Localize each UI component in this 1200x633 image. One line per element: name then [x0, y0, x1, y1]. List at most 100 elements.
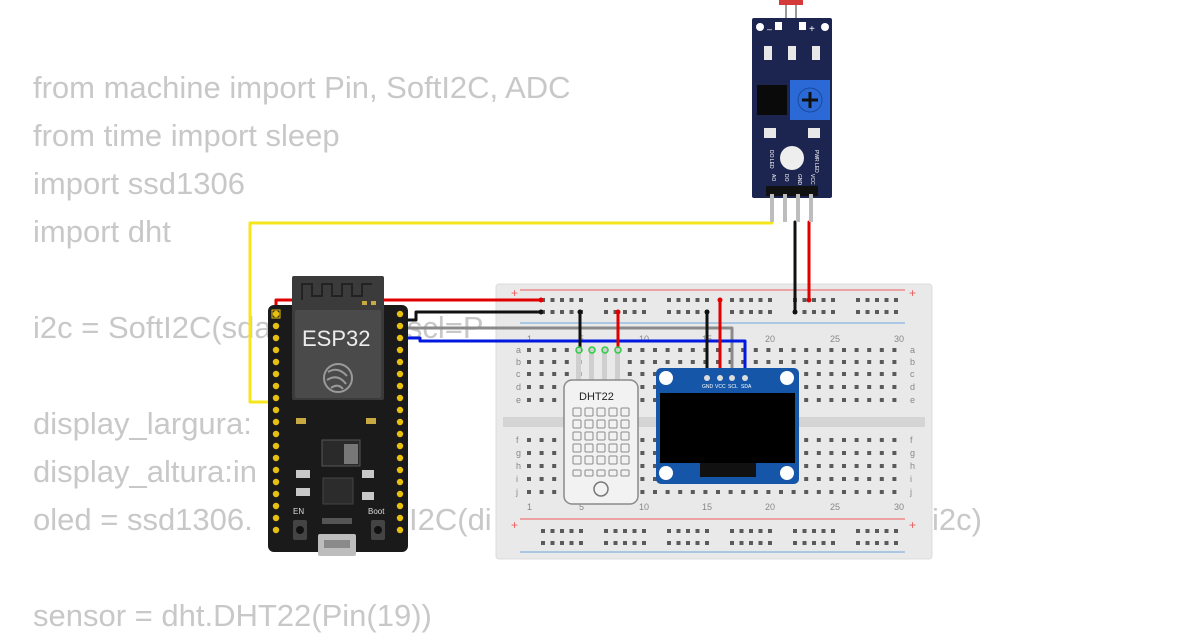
- breadboard-hole[interactable]: [552, 385, 557, 389]
- breadboard-hole[interactable]: [716, 360, 720, 364]
- rail-hole[interactable]: [686, 541, 690, 545]
- rail-hole[interactable]: [831, 529, 835, 533]
- breadboard-hole[interactable]: [690, 490, 695, 494]
- breadboard-hole[interactable]: [867, 398, 872, 402]
- rail-hole[interactable]: [695, 529, 700, 533]
- breadboard-hole[interactable]: [854, 451, 859, 455]
- esp32-pin[interactable]: [272, 358, 280, 366]
- breadboard-hole[interactable]: [653, 490, 657, 494]
- esp32-pin[interactable]: [396, 430, 404, 438]
- esp32-pin[interactable]: [396, 322, 404, 330]
- breadboard-hole[interactable]: [653, 372, 657, 376]
- rail-hole[interactable]: [856, 541, 860, 545]
- rail-hole[interactable]: [579, 541, 583, 545]
- breadboard-hole[interactable]: [539, 477, 544, 481]
- breadboard-hole[interactable]: [854, 477, 859, 481]
- breadboard-hole[interactable]: [854, 398, 859, 402]
- breadboard-hole[interactable]: [552, 464, 557, 468]
- breadboard-hole[interactable]: [653, 464, 657, 468]
- breadboard-hole[interactable]: [653, 477, 657, 481]
- rail-hole[interactable]: [894, 529, 898, 533]
- rail-hole[interactable]: [856, 298, 860, 302]
- rail-hole[interactable]: [758, 310, 763, 314]
- breadboard-hole[interactable]: [653, 398, 657, 402]
- breadboard-hole[interactable]: [804, 477, 809, 481]
- breadboard-hole[interactable]: [665, 348, 670, 352]
- rail-hole[interactable]: [686, 298, 690, 302]
- breadboard-hole[interactable]: [879, 348, 884, 352]
- rail-hole[interactable]: [560, 541, 564, 545]
- breadboard-hole[interactable]: [842, 477, 846, 481]
- breadboard-hole[interactable]: [564, 360, 569, 364]
- rail-hole[interactable]: [821, 298, 826, 302]
- breadboard-hole[interactable]: [854, 490, 859, 494]
- esp32-pin[interactable]: [272, 394, 280, 402]
- esp32-pin[interactable]: [396, 502, 404, 510]
- gray-wire-scl[interactable]: [402, 326, 734, 377]
- esp32-pin[interactable]: [272, 346, 280, 354]
- breadboard-hole[interactable]: [766, 348, 771, 352]
- rail-hole[interactable]: [894, 541, 898, 545]
- rail-hole[interactable]: [865, 541, 870, 545]
- breadboard-hole[interactable]: [678, 490, 683, 494]
- rail-hole[interactable]: [812, 298, 816, 302]
- rail-hole[interactable]: [613, 298, 618, 302]
- breadboard-hole[interactable]: [829, 385, 834, 389]
- breadboard-hole[interactable]: [867, 348, 872, 352]
- rail-hole[interactable]: [875, 298, 879, 302]
- esp32-pin[interactable]: [272, 370, 280, 378]
- breadboard-hole[interactable]: [879, 438, 884, 442]
- breadboard-hole[interactable]: [527, 490, 531, 494]
- rail-hole[interactable]: [875, 541, 879, 545]
- rail-hole[interactable]: [768, 541, 772, 545]
- breadboard-hole[interactable]: [854, 385, 859, 389]
- breadboard-hole[interactable]: [640, 360, 645, 364]
- esp32-board[interactable]: ESP32 EN Boot: [268, 276, 408, 556]
- breadboard-hole[interactable]: [816, 398, 821, 402]
- rail-hole[interactable]: [739, 529, 744, 533]
- rail-hole[interactable]: [632, 529, 637, 533]
- rail-hole[interactable]: [667, 541, 671, 545]
- rail-hole[interactable]: [705, 541, 709, 545]
- breadboard-hole[interactable]: [564, 372, 569, 376]
- breadboard-hole[interactable]: [867, 464, 872, 468]
- rail-hole[interactable]: [821, 529, 826, 533]
- breadboard-hole[interactable]: [539, 360, 544, 364]
- blue-wire-sda[interactable]: [402, 336, 747, 377]
- rail-hole[interactable]: [560, 310, 564, 314]
- rail-hole[interactable]: [695, 310, 700, 314]
- breadboard-hole[interactable]: [854, 360, 859, 364]
- rail-hole[interactable]: [560, 298, 564, 302]
- rail-hole[interactable]: [894, 310, 898, 314]
- breadboard-hole[interactable]: [829, 348, 834, 352]
- rail-hole[interactable]: [758, 298, 763, 302]
- rail-hole[interactable]: [632, 298, 637, 302]
- rail-hole[interactable]: [695, 298, 700, 302]
- rail-hole[interactable]: [604, 298, 608, 302]
- rail-hole[interactable]: [560, 529, 564, 533]
- esp32-pin[interactable]: [396, 490, 404, 498]
- breadboard-hole[interactable]: [816, 477, 821, 481]
- breadboard-hole[interactable]: [627, 372, 632, 376]
- breadboard-hole[interactable]: [867, 438, 872, 442]
- rail-hole[interactable]: [831, 298, 835, 302]
- rail-hole[interactable]: [686, 529, 690, 533]
- rail-hole[interactable]: [569, 310, 574, 314]
- ldr-pin-do[interactable]: [783, 194, 787, 222]
- breadboard-hole[interactable]: [552, 360, 557, 364]
- rail-hole[interactable]: [875, 529, 879, 533]
- breadboard-hole[interactable]: [653, 385, 657, 389]
- rail-hole[interactable]: [749, 529, 753, 533]
- breadboard-hole[interactable]: [879, 451, 884, 455]
- breadboard-hole[interactable]: [753, 360, 758, 364]
- breadboard-hole[interactable]: [842, 398, 846, 402]
- rail-hole[interactable]: [802, 529, 807, 533]
- rail-hole[interactable]: [569, 298, 574, 302]
- rail-hole[interactable]: [623, 541, 627, 545]
- breadboard-hole[interactable]: [892, 451, 897, 455]
- esp32-pin[interactable]: [396, 478, 404, 486]
- rail-hole[interactable]: [632, 310, 637, 314]
- yellow-wire-ao[interactable]: [248, 221, 774, 404]
- rail-hole[interactable]: [802, 298, 807, 302]
- rail-hole[interactable]: [541, 541, 545, 545]
